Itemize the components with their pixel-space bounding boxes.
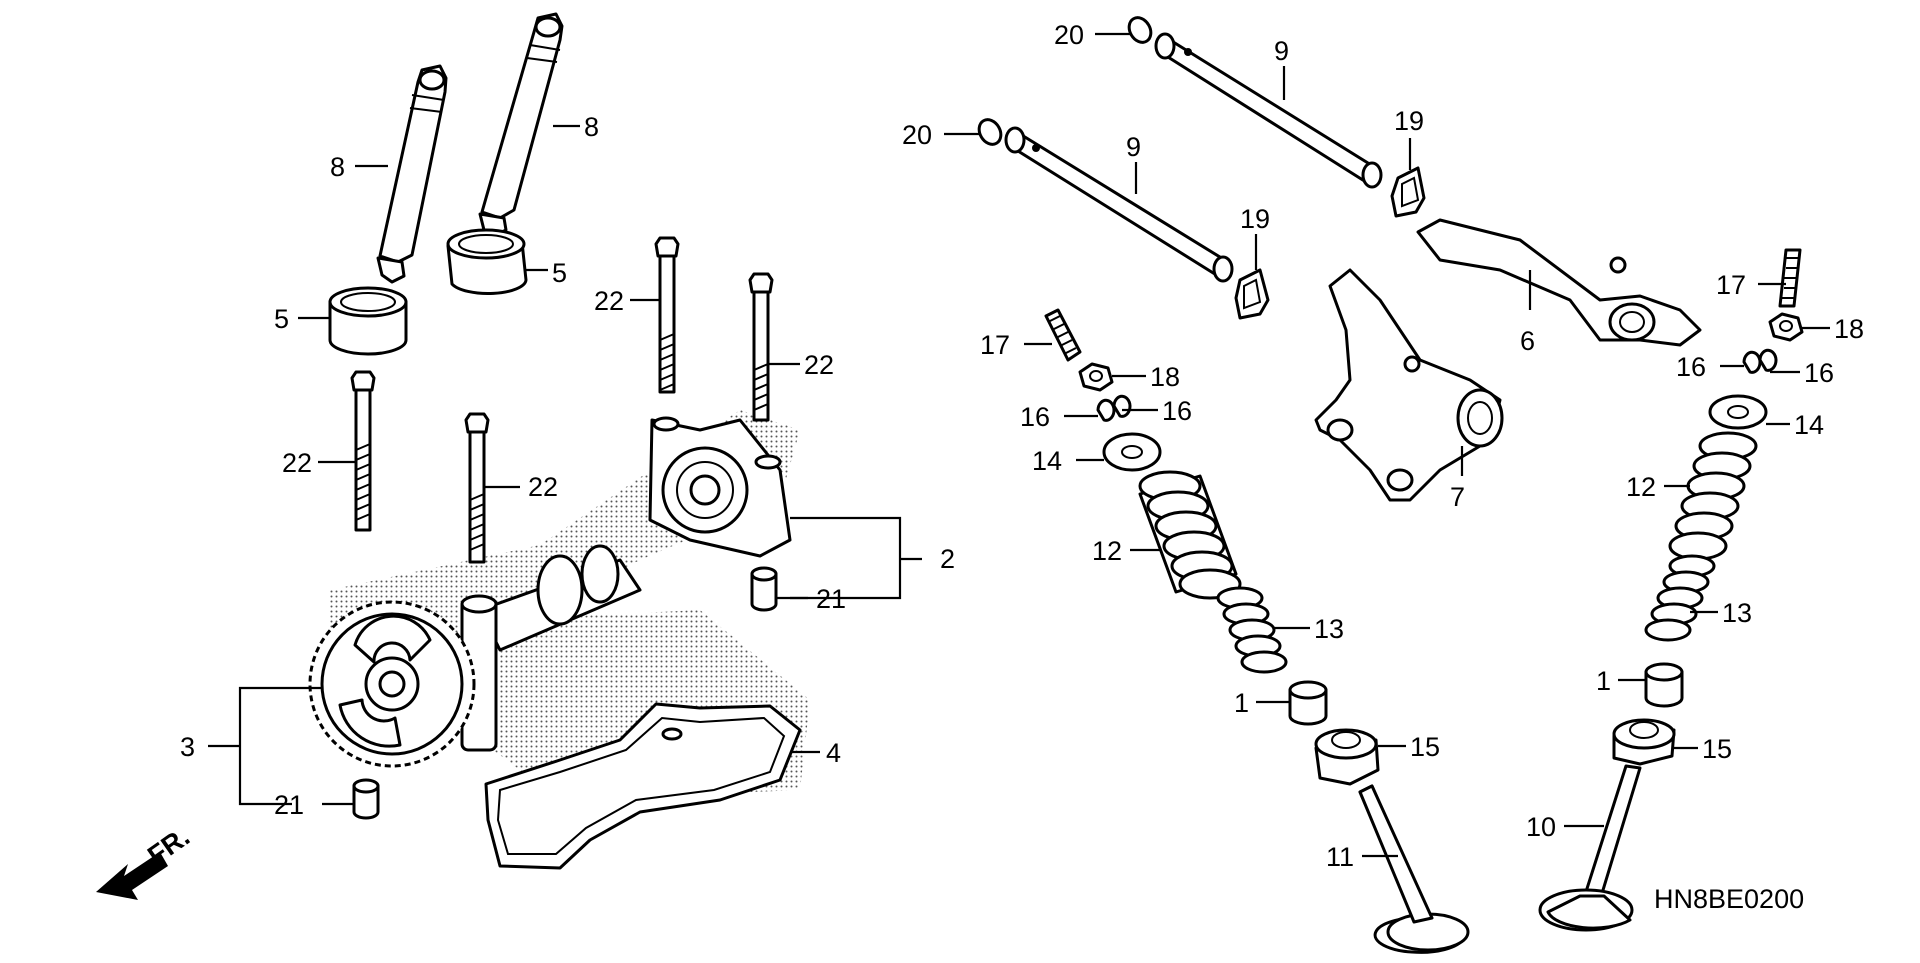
callout-20a: 20 [1054, 20, 1084, 50]
callout-22d: 22 [804, 350, 834, 380]
callout-7: 7 [1450, 482, 1465, 512]
callout-9b: 9 [1126, 132, 1141, 162]
callout-21b: 21 [274, 790, 304, 820]
callout-13a: 13 [1314, 614, 1344, 644]
spring-outer-left [1138, 470, 1242, 600]
rocker-arm-6 [1416, 218, 1702, 347]
spring-seat-right [1612, 718, 1676, 766]
callout-14b: 14 [1794, 410, 1824, 440]
callout-22a: 22 [282, 448, 312, 478]
rocker-shaft-lower [1004, 126, 1234, 283]
cam-sprocket [308, 600, 476, 768]
callout-20b: 20 [902, 120, 932, 150]
retainer-right [1708, 394, 1768, 430]
adjust-screw-left [1044, 308, 1082, 362]
spring-inner-right [1644, 554, 1716, 642]
collar-right [446, 228, 528, 296]
rocker-shaft-upper [1154, 32, 1383, 189]
callout-16b: 16 [1162, 396, 1192, 426]
callout-12b: 12 [1626, 472, 1656, 502]
bolt-2 [464, 412, 490, 564]
callout-6: 6 [1520, 326, 1535, 356]
spring-outer-right [1668, 431, 1758, 561]
callout-labels: 8 8 5 5 22 22 22 22 2 21 3 21 4 20 20 9 … [180, 20, 1864, 872]
callout-5a: 5 [274, 304, 289, 334]
stem-seal-right [1644, 662, 1684, 708]
cover-gasket [484, 702, 802, 870]
callout-17b: 17 [1716, 270, 1746, 300]
bolt-1 [350, 370, 376, 532]
o-ring-upper [1127, 16, 1153, 44]
callout-16a: 16 [1020, 402, 1050, 432]
callout-18b: 18 [1834, 314, 1864, 344]
callout-2: 2 [940, 544, 955, 574]
spring-seat-left [1314, 728, 1380, 786]
callout-15b: 15 [1702, 734, 1732, 764]
callout-4: 4 [826, 738, 841, 768]
leader-lines [208, 32, 1830, 858]
callout-8a: 8 [330, 152, 345, 182]
callout-11: 11 [1326, 842, 1354, 872]
cotter-left [1096, 394, 1132, 422]
callout-14a: 14 [1032, 446, 1062, 476]
diagram-code: HN8BE0200 [1654, 884, 1804, 914]
retainer-left [1102, 432, 1162, 472]
stem-seal-left [1288, 680, 1328, 726]
callout-15a: 15 [1410, 732, 1440, 762]
adjust-screw-right [1778, 248, 1802, 308]
cotter-right [1742, 348, 1778, 374]
spring-inner-left [1216, 586, 1288, 674]
valve-intake [1538, 764, 1642, 932]
pushrod-right [478, 12, 564, 238]
callout-17a: 17 [980, 330, 1010, 360]
collar-left [328, 286, 408, 356]
adjust-nut-right [1768, 312, 1804, 342]
callout-21a: 21 [816, 584, 846, 614]
callout-10: 10 [1526, 812, 1556, 842]
washer-upper [1390, 166, 1426, 218]
pushrod-left [376, 64, 448, 284]
camshaft [460, 544, 642, 752]
valve-exhaust [1358, 784, 1470, 954]
callout-16d: 16 [1804, 358, 1834, 388]
callout-19a: 19 [1394, 106, 1424, 136]
callout-1a: 1 [1234, 688, 1249, 718]
dowel-pin-lower [352, 778, 380, 820]
callout-19b: 19 [1240, 204, 1270, 234]
callout-5b: 5 [552, 258, 567, 288]
callout-18a: 18 [1150, 362, 1180, 392]
bolt-3 [654, 236, 680, 394]
adjust-nut-left [1078, 362, 1114, 392]
callout-13b: 13 [1722, 598, 1752, 628]
front-direction-marker: FR. [96, 821, 195, 900]
callout-9a: 9 [1274, 36, 1289, 66]
callout-22b: 22 [528, 472, 558, 502]
o-ring-lower [977, 118, 1003, 146]
callout-1b: 1 [1596, 666, 1611, 696]
bolt-4 [748, 272, 774, 422]
callout-16c: 16 [1676, 352, 1706, 382]
callout-8b: 8 [584, 112, 599, 142]
callout-12a: 12 [1092, 536, 1122, 566]
callout-22c: 22 [594, 286, 624, 316]
cam-holder [648, 416, 792, 612]
callout-3: 3 [180, 732, 195, 762]
washer-lower [1234, 268, 1270, 320]
rocker-arm-7 [1314, 268, 1504, 502]
